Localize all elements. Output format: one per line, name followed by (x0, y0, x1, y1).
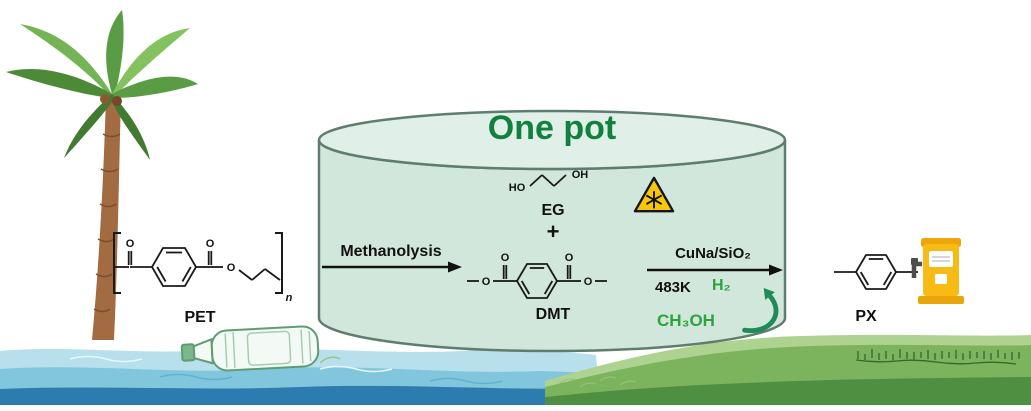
coconut (100, 94, 110, 104)
pump-screen (929, 251, 953, 267)
benzene-ring (150, 247, 198, 287)
bottle-ridges (224, 329, 312, 369)
hydroxyl-label: OH (572, 169, 589, 181)
pump-nozzle (911, 261, 922, 278)
oxygen-label: O (206, 238, 215, 250)
catalyst-label: CuNa/SiO₂ (675, 245, 751, 262)
bottle-body (210, 325, 320, 372)
bottle-cap (180, 343, 196, 362)
one-pot-vessel (317, 109, 787, 353)
hydroxyl-label: HO (509, 182, 526, 194)
bottle-neck (192, 337, 214, 365)
dmt-structure: O O O O (467, 252, 607, 299)
methanol-label: CH₃OH (657, 311, 715, 330)
eg-label: EG (541, 202, 565, 219)
benzene-ring (515, 263, 559, 299)
oxygen-label: O (227, 262, 236, 274)
shrub-row (855, 349, 1020, 365)
right-bracket (275, 232, 283, 294)
pet-structure: O O O n (113, 232, 293, 304)
pot-title: One pot (487, 109, 617, 147)
pet-label: PET (184, 309, 216, 326)
palm-fronds (6, 10, 198, 160)
repeat-subscript: n (286, 292, 293, 304)
plastic-bottle-icon (180, 325, 320, 372)
plus-sign: + (546, 219, 560, 244)
temperature-label: 483K (655, 279, 691, 296)
grass-texture (559, 376, 637, 388)
px-label: PX (855, 308, 877, 325)
water-deep (0, 385, 600, 405)
hazard-snowflake-icon (633, 176, 675, 213)
left-bracket (113, 232, 121, 294)
oxygen-label: O (126, 238, 135, 250)
methanolysis-label: Methanolysis (340, 243, 442, 260)
px-structure (834, 254, 918, 290)
grass-hill-dark (545, 377, 1031, 405)
oxygen-label: O (584, 276, 593, 288)
catalyst-arrow (647, 264, 783, 276)
dmt-label: DMT (535, 306, 571, 323)
palm-trunk-rings (93, 133, 121, 313)
water-ripples (69, 355, 503, 385)
landscape (0, 334, 1031, 405)
oxygen-label: O (501, 252, 510, 264)
coconut (112, 96, 122, 106)
pot-lid (317, 109, 787, 171)
fuel-pump-icon (911, 238, 964, 304)
benzene-ring (854, 254, 898, 290)
eg-structure: HO OH (509, 169, 589, 194)
oxygen-label: O (482, 276, 491, 288)
pump-base (918, 296, 964, 304)
methanolysis-arrow (322, 261, 462, 273)
methanol-recycle-arrow-icon (742, 287, 779, 333)
oxygen-label: O (565, 252, 574, 264)
hydrogen-label: H₂ (712, 277, 731, 294)
